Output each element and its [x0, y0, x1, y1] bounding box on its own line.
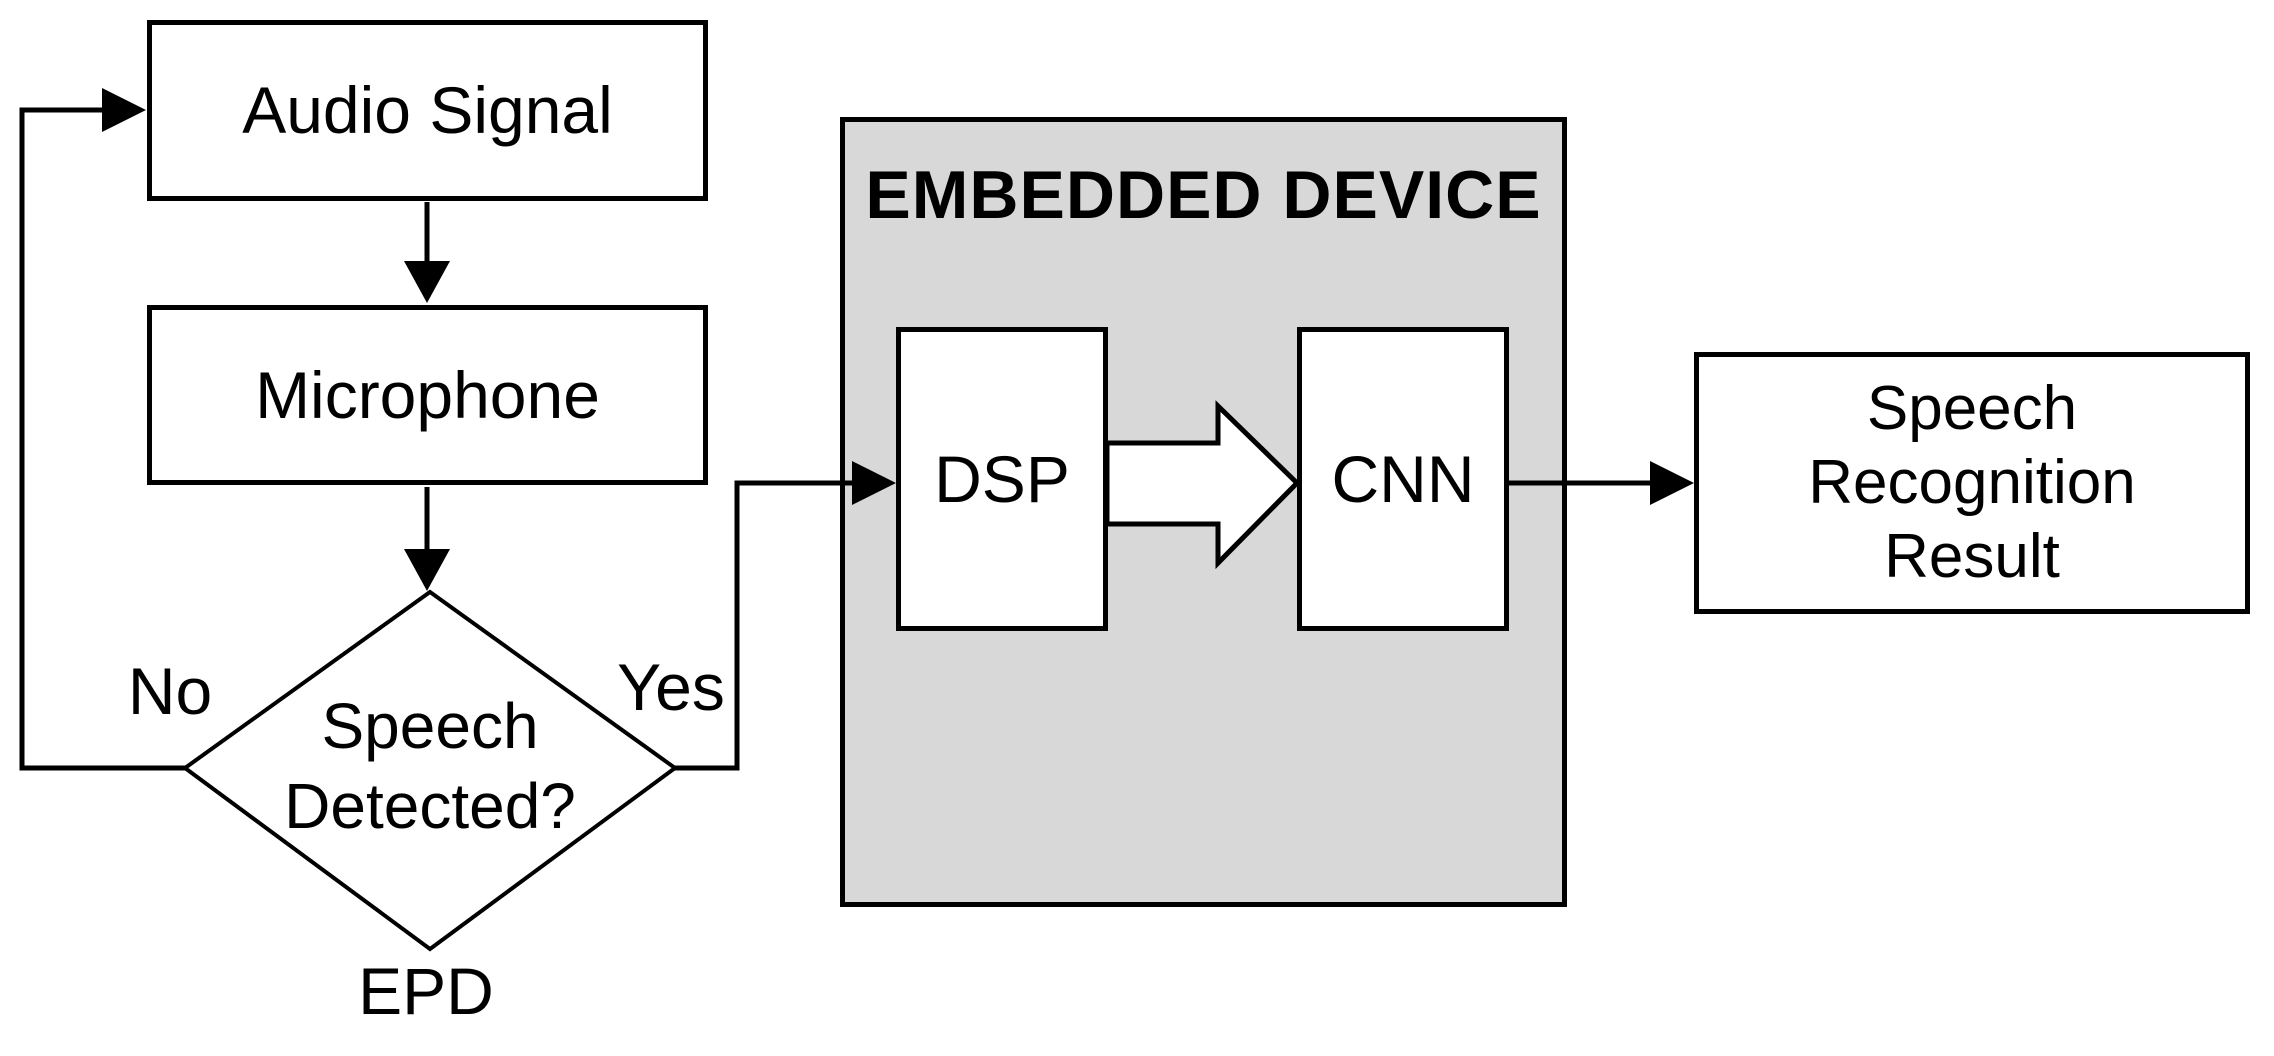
cnn-to-result-arrowhead-icon: [1650, 461, 1694, 505]
branch-no-label: No: [127, 654, 213, 728]
microphone-label: Microphone: [255, 357, 600, 432]
result-label: Speech Recognition Result: [1808, 372, 2135, 594]
microphone-box: Microphone: [147, 305, 708, 485]
audio-signal-box: Audio Signal: [147, 20, 708, 201]
cnn-box: CNN: [1297, 327, 1509, 631]
no-loopback-line: [19, 107, 185, 771]
result-line1: Speech: [1866, 374, 2078, 443]
dsp-box: DSP: [896, 327, 1108, 631]
yes-path-line: [675, 480, 854, 771]
decision-question-line2: Detected?: [284, 770, 576, 842]
cnn-label: CNN: [1331, 441, 1475, 516]
decision-question-line1: Speech: [321, 690, 539, 762]
epd-decision-diamond: [181, 589, 679, 952]
dsp-to-cnn-block-arrow-icon: [1104, 400, 1301, 570]
dsp-label: DSP: [934, 441, 1070, 516]
speech-recognition-result-box: Speech Recognition Result: [1694, 352, 2250, 614]
audio-to-microphone-arrowhead-icon: [404, 261, 450, 303]
yes-path-arrowhead-icon: [852, 461, 896, 505]
microphone-to-decision-arrowhead-icon: [404, 549, 450, 591]
embedded-device-title: EMBEDDED DEVICE: [865, 157, 1542, 233]
result-line3: Result: [1884, 522, 2060, 591]
branch-yes-label: Yes: [617, 650, 725, 724]
decision-question-label: Speech Detected?: [284, 686, 576, 846]
result-line2: Recognition: [1808, 448, 2136, 517]
audio-signal-label: Audio Signal: [242, 73, 613, 148]
epd-caption: EPD: [358, 954, 494, 1028]
no-loopback-arrowhead-icon: [102, 88, 146, 132]
